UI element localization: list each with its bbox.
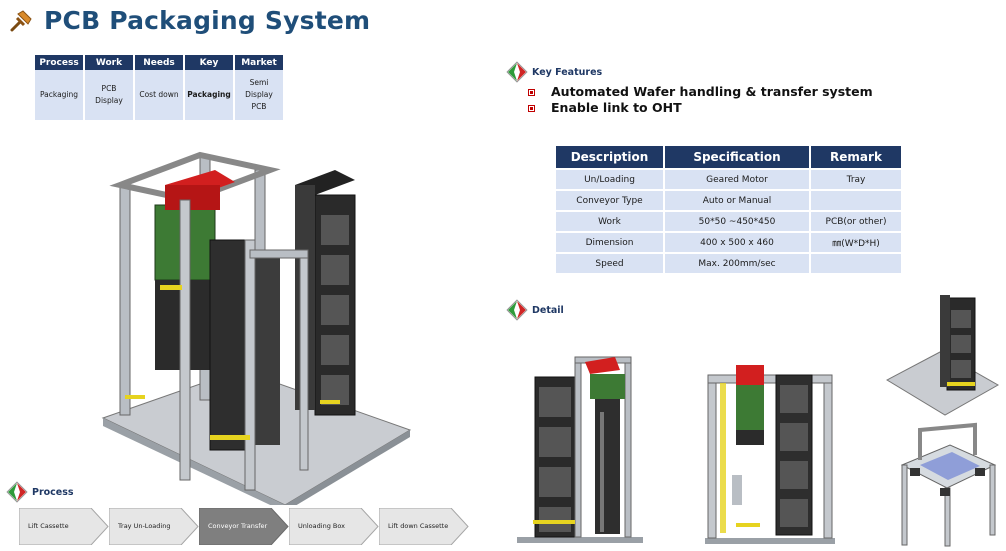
diamond-bullet-icon bbox=[6, 481, 28, 503]
process-step: Unloading Box bbox=[289, 508, 379, 545]
machine-main-image bbox=[101, 151, 412, 505]
summary-header: Market bbox=[234, 55, 285, 70]
spec-cell: Speed bbox=[556, 252, 665, 273]
detail-front-view-image bbox=[705, 365, 835, 544]
key-features-header: Key Features bbox=[506, 61, 602, 83]
detail-side-view-image bbox=[517, 356, 643, 543]
spec-cell: Dimension bbox=[556, 231, 665, 253]
diamond-bullet-icon bbox=[506, 299, 528, 321]
spec-header: Remark bbox=[810, 146, 903, 169]
spec-cell: 400 x 500 x 460 bbox=[664, 231, 811, 253]
diamond-bullet-icon bbox=[506, 61, 528, 83]
spec-cell: Work bbox=[556, 210, 665, 232]
process-step-label: Lift Cassette bbox=[28, 522, 69, 530]
summary-header: Process bbox=[35, 55, 85, 70]
process-flow: Lift Cassette Tray Un-Loading Conveyor T… bbox=[19, 508, 469, 545]
spec-row: Dimension 400 x 500 x 460 ㎜(W*D*H) bbox=[556, 231, 903, 253]
spec-table: Description Specification Remark Un/Load… bbox=[556, 146, 903, 273]
key-features-label: Key Features bbox=[532, 66, 603, 78]
summary-value: Packaging bbox=[35, 70, 85, 120]
spec-cell: PCB(or other) bbox=[810, 210, 903, 232]
spec-row: Conveyor Type Auto or Manual bbox=[556, 189, 903, 211]
process-step: Tray Un-Loading bbox=[109, 508, 199, 545]
spec-header: Description bbox=[556, 146, 665, 169]
process-label: Process bbox=[32, 486, 74, 498]
summary-header: Needs bbox=[134, 55, 185, 70]
summary-value: Packaging bbox=[184, 70, 235, 120]
feature-text: Automated Wafer handling & transfer syst… bbox=[551, 84, 873, 99]
detail-header: Detail bbox=[506, 299, 564, 321]
process-step: Lift down Cassette bbox=[379, 508, 469, 545]
detail-rack-image bbox=[885, 295, 1000, 416]
spec-cell bbox=[810, 189, 903, 211]
detail-conveyor-image bbox=[900, 422, 997, 547]
spec-cell bbox=[810, 252, 903, 273]
process-step: Lift Cassette bbox=[19, 508, 109, 545]
spec-header: Specification bbox=[664, 146, 811, 169]
spec-row: Work 50*50 ~450*450 PCB(or other) bbox=[556, 210, 903, 232]
summary-header: Key bbox=[184, 55, 235, 70]
square-bullet-icon bbox=[528, 88, 535, 96]
spec-cell: 50*50 ~450*450 bbox=[664, 210, 811, 232]
spec-cell: Conveyor Type bbox=[556, 189, 665, 211]
spec-cell: Un/Loading bbox=[556, 168, 665, 190]
feature-item: Automated Wafer handling & transfer syst… bbox=[528, 84, 873, 100]
feature-item: Enable link to OHT bbox=[528, 100, 873, 116]
spec-row: Un/Loading Geared Motor Tray bbox=[556, 168, 903, 190]
process-step-label: Unloading Box bbox=[298, 522, 345, 530]
summary-header: Work bbox=[84, 55, 135, 70]
feature-list: Automated Wafer handling & transfer syst… bbox=[528, 84, 873, 116]
process-step-active: Conveyor Transfer bbox=[199, 508, 289, 545]
spec-row: Speed Max. 200mm/sec bbox=[556, 252, 903, 273]
spec-cell: ㎜(W*D*H) bbox=[810, 231, 903, 253]
spec-cell: Tray bbox=[810, 168, 903, 190]
summary-value: PCB Display bbox=[84, 70, 135, 120]
process-step-label: Conveyor Transfer bbox=[208, 522, 268, 530]
summary-value: Cost down bbox=[134, 70, 185, 120]
spec-cell: Auto or Manual bbox=[664, 189, 811, 211]
page-title: PCB Packaging System bbox=[44, 6, 371, 35]
summary-table: Process Work Needs Key Market Packaging … bbox=[35, 55, 285, 120]
process-header: Process bbox=[6, 481, 74, 503]
process-step-label: Tray Un-Loading bbox=[118, 522, 171, 530]
process-step-label: Lift down Cassette bbox=[388, 522, 449, 530]
spec-cell: Geared Motor bbox=[664, 168, 811, 190]
summary-value: Semi Display PCB bbox=[234, 70, 285, 120]
spec-cell: Max. 200mm/sec bbox=[664, 252, 811, 273]
feature-text: Enable link to OHT bbox=[551, 100, 682, 115]
pushpin-icon bbox=[10, 10, 32, 32]
square-bullet-icon bbox=[528, 104, 535, 112]
detail-label: Detail bbox=[532, 304, 564, 316]
